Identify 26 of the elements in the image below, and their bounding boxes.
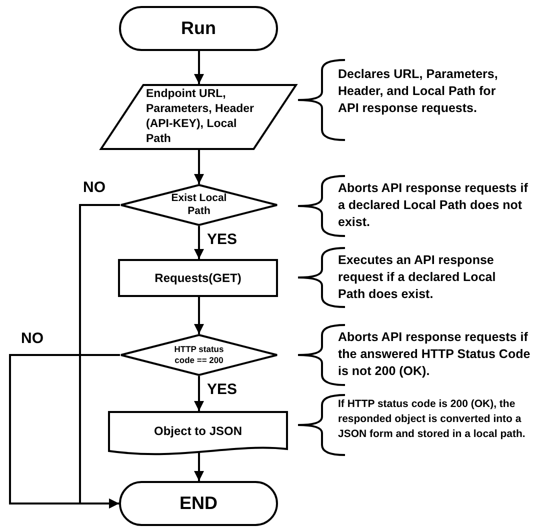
decision-diamond bbox=[120, 184, 278, 226]
node-label: Object to JSON bbox=[154, 423, 242, 440]
arrow bbox=[9, 354, 120, 508]
annotation-text: If HTTP status code is 200 (OK), the responded object is converted into a JSON form and stored in a local path. bbox=[338, 397, 526, 442]
start-terminal bbox=[119, 6, 278, 51]
node-label: Endpoint URL, Parameters, Header (API-KEY), Local Path bbox=[146, 87, 256, 147]
arrow bbox=[194, 297, 204, 334]
annotation-text: Aborts API response requests if a declared Local Path does not exist. bbox=[338, 180, 528, 231]
annotation-text: Declares URL, Parameters, Header, and Local Path for API response requests. bbox=[338, 66, 499, 117]
process-box bbox=[118, 259, 278, 297]
end-terminal bbox=[119, 481, 278, 526]
input-parallelogram bbox=[100, 84, 297, 150]
arrow bbox=[194, 451, 204, 481]
arrow bbox=[194, 150, 204, 184]
annotation-text: Executes an API response request if a declared Local Path does exist. bbox=[338, 252, 497, 303]
node-label: Requests(GET) bbox=[154, 270, 242, 287]
node-label: HTTP status code == 200 bbox=[173, 344, 225, 366]
arrow bbox=[194, 376, 204, 411]
arrow bbox=[194, 51, 204, 84]
document-shape bbox=[108, 411, 288, 457]
node-label: Run bbox=[181, 17, 216, 40]
arrow bbox=[194, 226, 204, 259]
decision-diamond bbox=[120, 334, 278, 376]
node-label: Exist Local Path bbox=[170, 192, 228, 218]
node-label: END bbox=[179, 492, 218, 515]
annotation-text: Aborts API response requests if the answered HTTP Status Code is not 200 (OK). bbox=[338, 329, 532, 380]
